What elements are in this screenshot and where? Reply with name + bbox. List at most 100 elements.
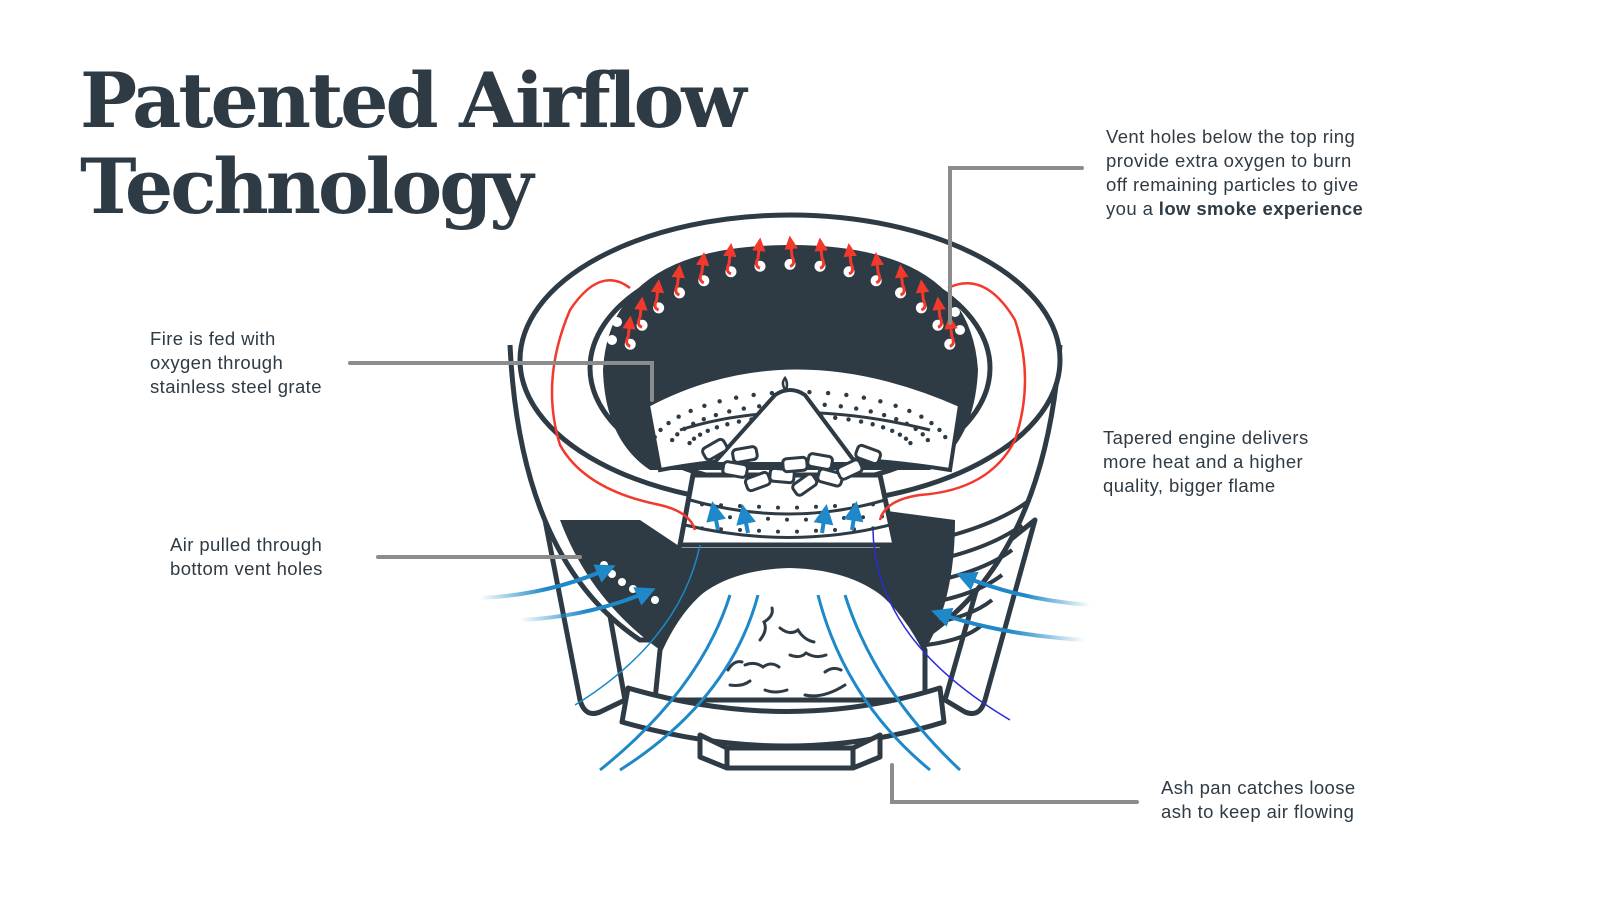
updraft-arrow: [813, 504, 834, 534]
grate-hole: [858, 419, 864, 424]
body-dark-left: [560, 520, 700, 650]
callout-vent-holes-line-4: you a low smoke experience: [1106, 197, 1363, 221]
grate-hole: [894, 416, 899, 422]
grate-hole: [920, 432, 925, 437]
hot-air-arrow: [650, 279, 665, 312]
engine-hole: [700, 502, 704, 507]
pellet: [816, 467, 845, 488]
grate-hole: [878, 399, 883, 404]
hot-air-arrow: [671, 264, 685, 297]
wick: [781, 375, 789, 393]
grate-hole: [658, 427, 663, 433]
cool-air-flow: [479, 501, 1091, 772]
engine-hole: [757, 504, 761, 509]
callout-vent-holes-prefix: you a: [1106, 198, 1159, 219]
hot-air-arrow: [723, 243, 737, 276]
grate-hole: [687, 440, 692, 446]
grate-hole: [838, 404, 843, 409]
grate-hole: [736, 419, 742, 424]
grate-hole: [713, 412, 719, 418]
leader-vent-holes: [948, 166, 1084, 325]
grate-hole: [919, 414, 924, 419]
grate-hole: [903, 436, 909, 441]
hot-air-right: [878, 282, 1027, 521]
ash-pan-handle: [697, 732, 883, 771]
grate-hole: [822, 402, 827, 408]
grate-updraft-arrows: [706, 501, 864, 534]
grate-hole: [868, 409, 873, 414]
hot-air-arrow: [695, 252, 710, 285]
engine-hole: [776, 505, 780, 510]
grate-hole: [702, 403, 707, 408]
updraft-left-1: [599, 594, 732, 772]
grate-hole: [697, 432, 703, 437]
grate-hole: [943, 434, 948, 440]
lower-chamber: [652, 548, 928, 703]
grate-hole: [846, 417, 851, 422]
grate-hole: [688, 408, 693, 414]
callout-grate-line-3: stainless steel grate: [150, 376, 322, 397]
engine-hole: [842, 516, 846, 520]
callout-air-line-1: Air pulled through: [170, 534, 323, 555]
grate-hole: [929, 420, 934, 426]
pellet: [854, 443, 883, 466]
grate-hole: [717, 399, 722, 404]
engine-hole: [833, 528, 837, 532]
engine-hole: [833, 504, 837, 508]
grate-hole: [757, 404, 762, 409]
grate-hole: [880, 425, 886, 430]
hot-air-arrow: [814, 237, 828, 270]
vent-hole: [955, 325, 965, 335]
grate-hole: [861, 395, 867, 400]
engine-hole: [795, 529, 799, 534]
engine-hole: [719, 527, 723, 532]
pellet: [721, 460, 749, 479]
callout-ash-pan: Ash pan catches loose ash to keep air fl…: [1161, 776, 1356, 824]
leader-ash-pan: [890, 763, 1139, 804]
grate-hole: [691, 436, 697, 441]
grate-hole: [893, 403, 898, 408]
updraft-outer-left: [574, 544, 701, 706]
callout-vent-holes-line-3: off remaining particles to give: [1106, 174, 1359, 195]
callout-grate-line-2: oxygen through: [150, 352, 284, 373]
ash-pan: [619, 685, 947, 771]
engine-hole: [776, 529, 780, 534]
grate-hole: [701, 416, 706, 422]
ribs-right: [909, 498, 1032, 647]
hot-air-flow: [550, 279, 1027, 531]
engine-hole: [871, 502, 875, 507]
title-line-2: Technology: [80, 142, 534, 231]
hot-air-left: [550, 279, 697, 531]
engine-hole: [795, 505, 799, 510]
leader-grate: [348, 361, 654, 402]
hot-air-arrow: [622, 315, 636, 348]
engine-hole: [700, 526, 704, 531]
hot-air-arrow: [634, 296, 648, 329]
engine-hole: [709, 514, 713, 519]
fuel-pellets: [701, 437, 883, 497]
callout-engine-line-2: more heat and a higher: [1103, 451, 1304, 472]
grate-hole: [741, 406, 746, 411]
arch-dark: [678, 548, 905, 620]
grate-hole: [897, 432, 903, 437]
grate-hole: [682, 426, 687, 432]
grate-hole: [907, 408, 912, 414]
grate-hole: [714, 425, 720, 430]
hot-air-arrow: [752, 237, 766, 270]
updraft-arrow: [843, 501, 864, 531]
grate-hole: [669, 437, 675, 443]
page-title: Patented Airflow Technology: [80, 58, 747, 231]
pellet: [835, 458, 864, 481]
grate-hole: [904, 421, 909, 426]
hot-air-arrow: [870, 252, 885, 285]
grate-hole: [825, 390, 831, 396]
grate-hole: [890, 428, 895, 434]
callout-vent-holes-emphasis: low smoke experience: [1158, 198, 1364, 219]
pellet: [781, 455, 809, 474]
pellet: [701, 437, 729, 462]
grate-hole: [675, 432, 680, 437]
intake-left-2: [519, 587, 656, 622]
hot-air-arrow: [895, 264, 909, 297]
callout-vent-holes: Vent holes below the top ring provide ex…: [1106, 125, 1363, 221]
